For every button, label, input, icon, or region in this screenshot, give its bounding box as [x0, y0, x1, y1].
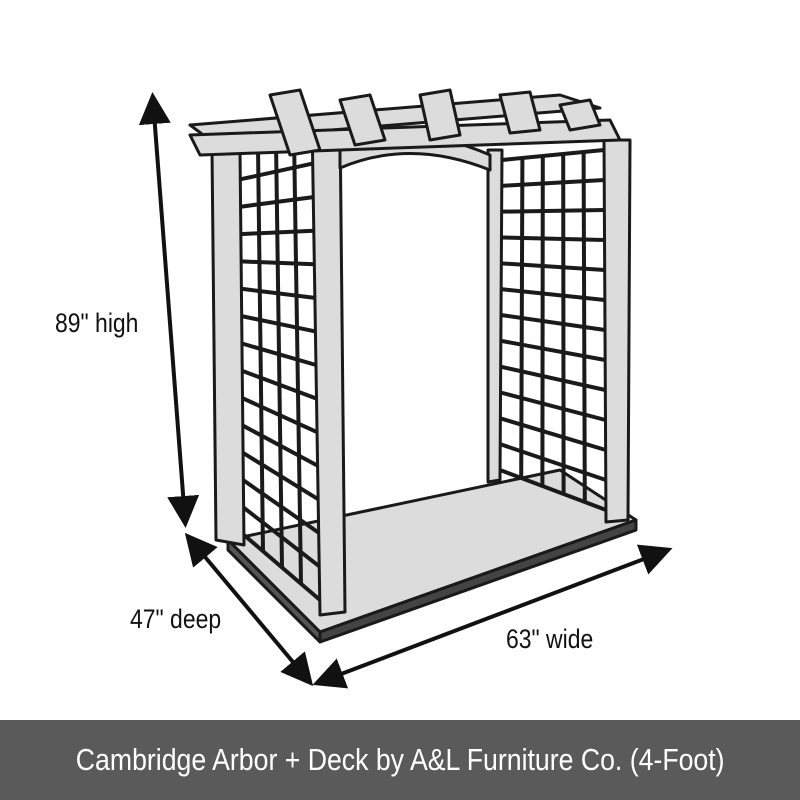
lattice-slat	[240, 228, 314, 237]
lattice-slat	[239, 161, 313, 182]
depth-arrow	[184, 532, 314, 687]
lattice-slat	[500, 338, 606, 362]
roof-slat	[498, 90, 542, 135]
lattice-slat	[242, 451, 320, 501]
lattice-slat	[241, 286, 316, 300]
lattice-slat	[501, 178, 605, 188]
roof-slat	[558, 98, 602, 132]
caption-text: Cambridge Arbor + Deck by A&L Furniture …	[75, 742, 725, 777]
depth-label: 47" deep	[130, 604, 222, 634]
lattice-slat	[240, 195, 314, 209]
roof-slat	[268, 88, 322, 157]
lattice-slat	[241, 259, 315, 267]
lattice-slat	[501, 208, 605, 214]
arbor-illustration	[138, 88, 673, 689]
lattice-slat	[501, 235, 605, 242]
lattice-slat	[241, 314, 316, 334]
back-left-post	[210, 148, 246, 547]
lattice-slat	[241, 396, 318, 434]
lattice-slat	[241, 368, 318, 401]
back-right-post	[486, 148, 504, 484]
lattice-slat	[499, 442, 607, 482]
lattice-slat	[501, 261, 605, 272]
lattice-slat	[499, 390, 607, 422]
lattice-slat	[500, 313, 606, 332]
front-right-post	[602, 138, 632, 524]
width-label: 63" wide	[506, 624, 594, 654]
height-label: 89" high	[55, 308, 139, 338]
width-arrow	[312, 544, 673, 689]
lattice-slat	[500, 364, 606, 392]
caption-banner: Cambridge Arbor + Deck by A&L Furniture …	[0, 720, 800, 800]
lattice-slat	[499, 468, 607, 512]
roof-slat	[338, 93, 387, 147]
lattice-slat	[499, 416, 607, 452]
roof-slat	[418, 88, 462, 142]
lattice-slat	[501, 148, 605, 162]
lattice-slat	[241, 341, 317, 367]
lattice-slat	[242, 478, 321, 535]
height-arrow	[138, 92, 200, 528]
lattice-slat	[500, 287, 606, 302]
lattice-slat	[241, 423, 319, 468]
